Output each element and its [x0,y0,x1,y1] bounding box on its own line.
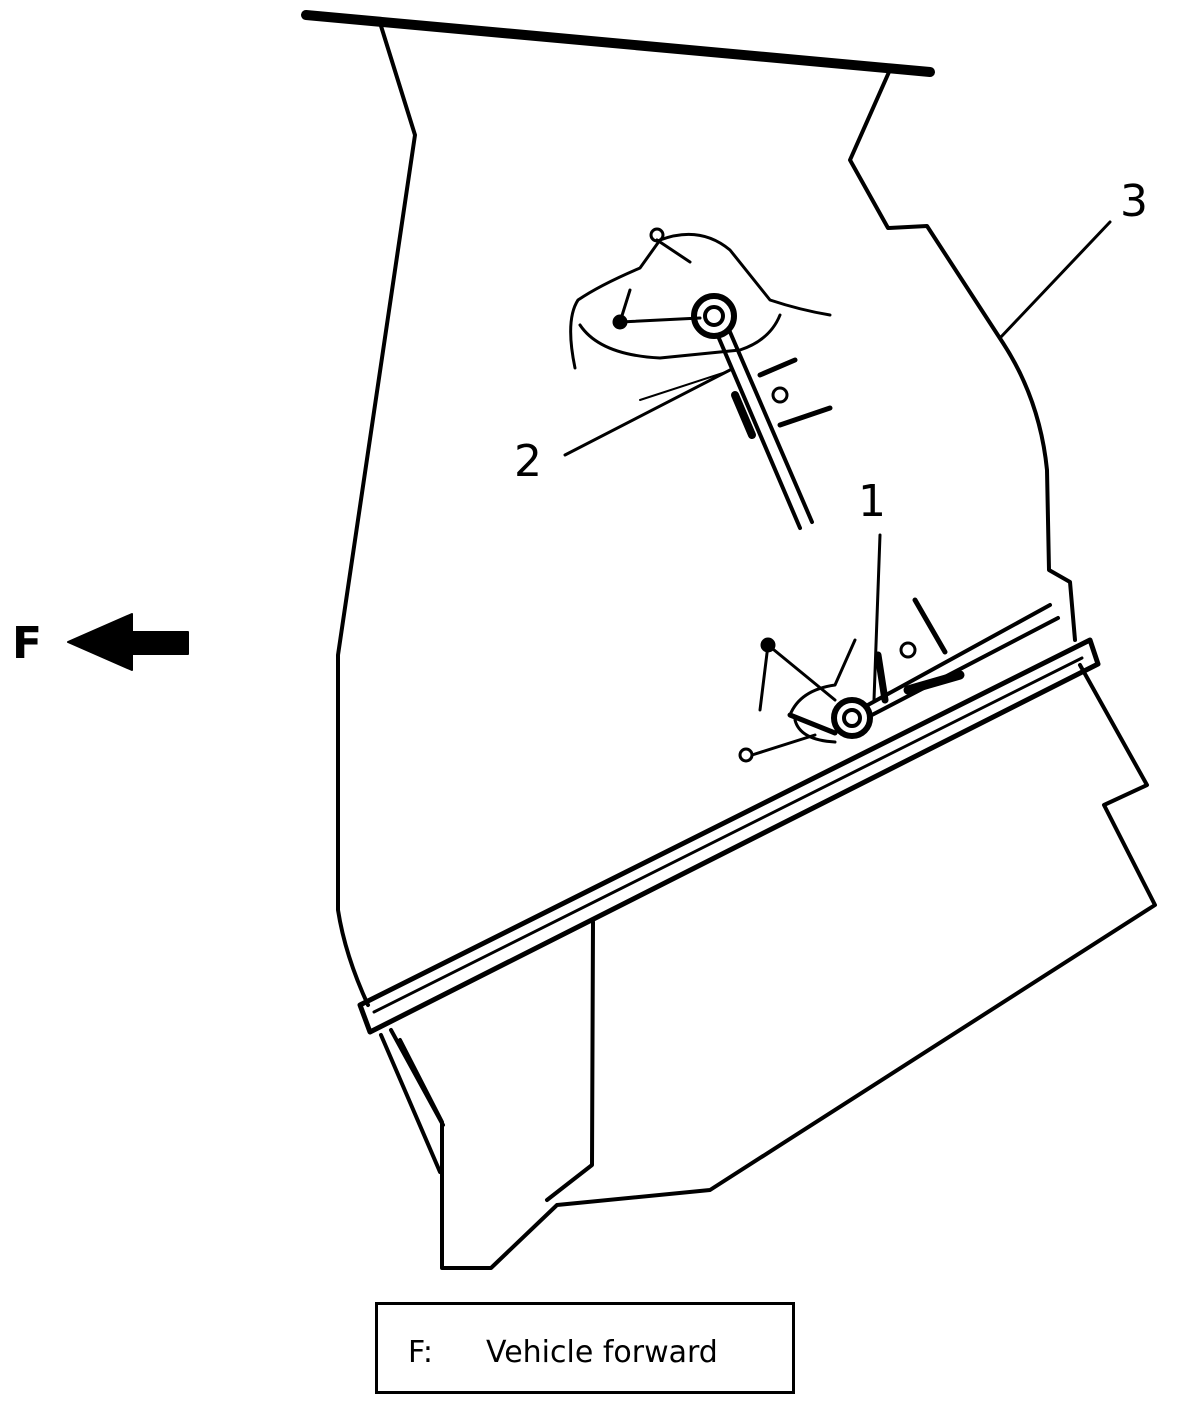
lower-panel-inner [379,920,595,1202]
forward-arrow-icon [67,613,189,671]
rail-band [357,637,1101,1035]
direction-label: F [12,618,43,669]
hinge-upper [569,227,833,530]
pillar-outline [336,24,1077,1007]
callout-2: 2 [514,436,542,487]
lower-panel-outline [398,663,1157,1270]
callout-1: 1 [858,476,886,527]
legend-key: F: [408,1335,434,1370]
leader-lines [563,220,1112,702]
roof-edge [301,10,935,77]
legend-box: F: Vehicle forward [375,1302,795,1394]
callout-3: 3 [1120,176,1148,227]
legend-text: Vehicle forward [486,1335,718,1370]
hinge-lower [738,597,1060,763]
